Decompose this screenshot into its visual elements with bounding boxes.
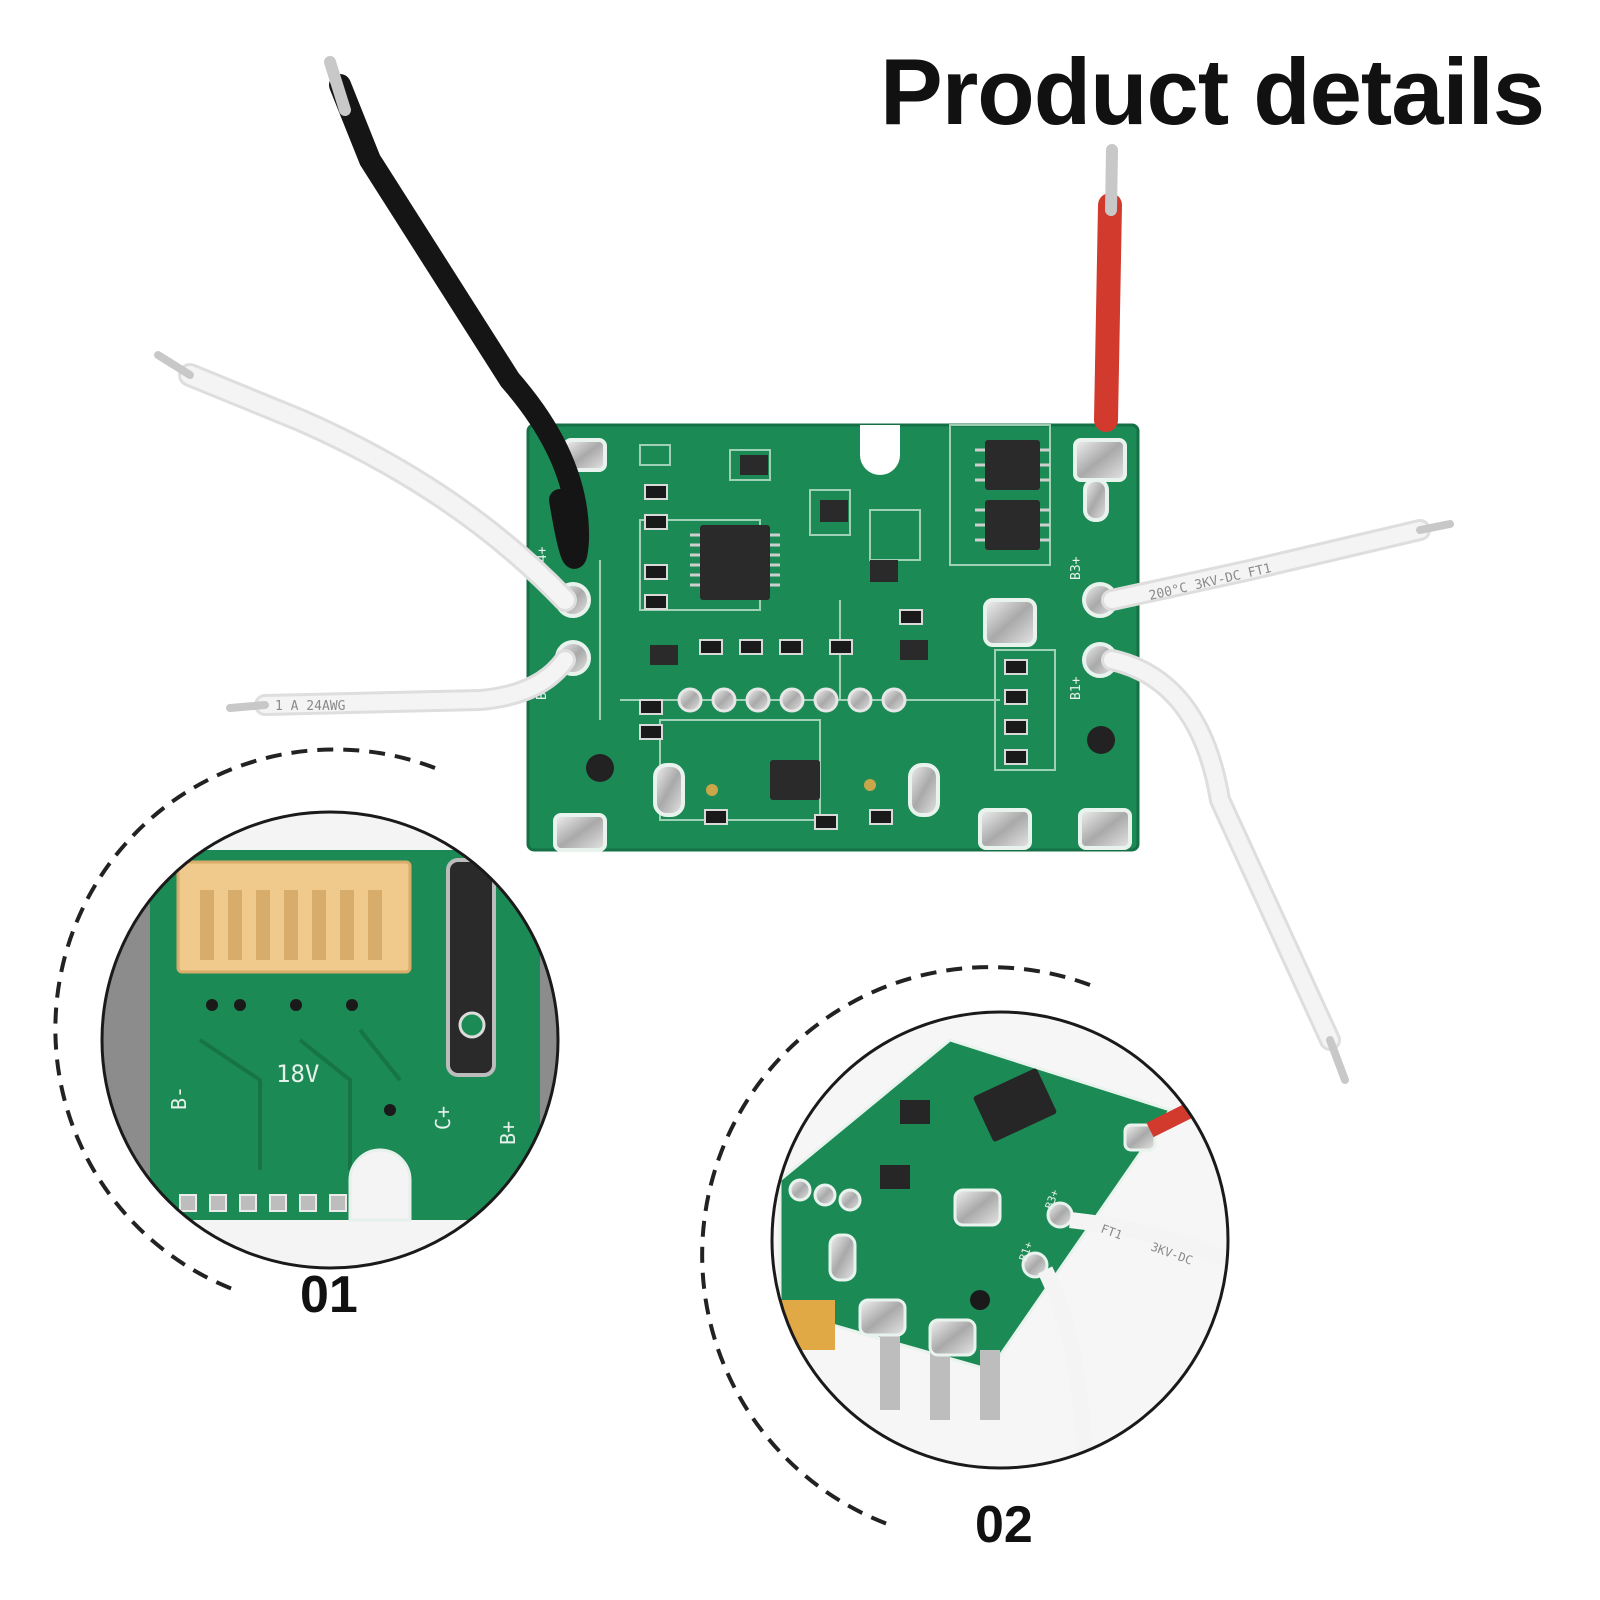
pad-label-b1: B1+ [1069,676,1084,700]
main-pcb: B4+ B3+ B1+ B- [526,423,1140,852]
white-wire-right-top: 200°C 3KV-DC FT1 [1101,519,1454,611]
detail-01-board-voltage: 18V [276,1060,319,1088]
detail-01-label-cplus: C+ [431,1106,455,1130]
pad-label-b3: B3+ [1069,556,1084,580]
detail-02-wire-print-2: FT1 [1099,1222,1124,1243]
detail-01: 18V B- C+ B+ [53,747,560,1292]
white-wire-left-top [154,351,577,612]
wire-print-left: 1 A 24AWG [275,699,346,714]
red-wire [1094,144,1122,432]
detail-01-label: 01 [300,1266,358,1324]
detail-02: B3+ B1+ 3KV-DC FT1 [700,965,1230,1527]
black-wire [324,56,590,569]
white-wire-left-bottom: 1 A 24AWG [226,649,576,716]
page-title: Product details [880,39,1545,144]
detail-02-label: 02 [975,1496,1033,1554]
detail-01-label-bminus: B- [167,1086,191,1110]
white-wire-right-bottom [1101,649,1349,1084]
detail-01-label-bplus: B+ [496,1121,520,1145]
